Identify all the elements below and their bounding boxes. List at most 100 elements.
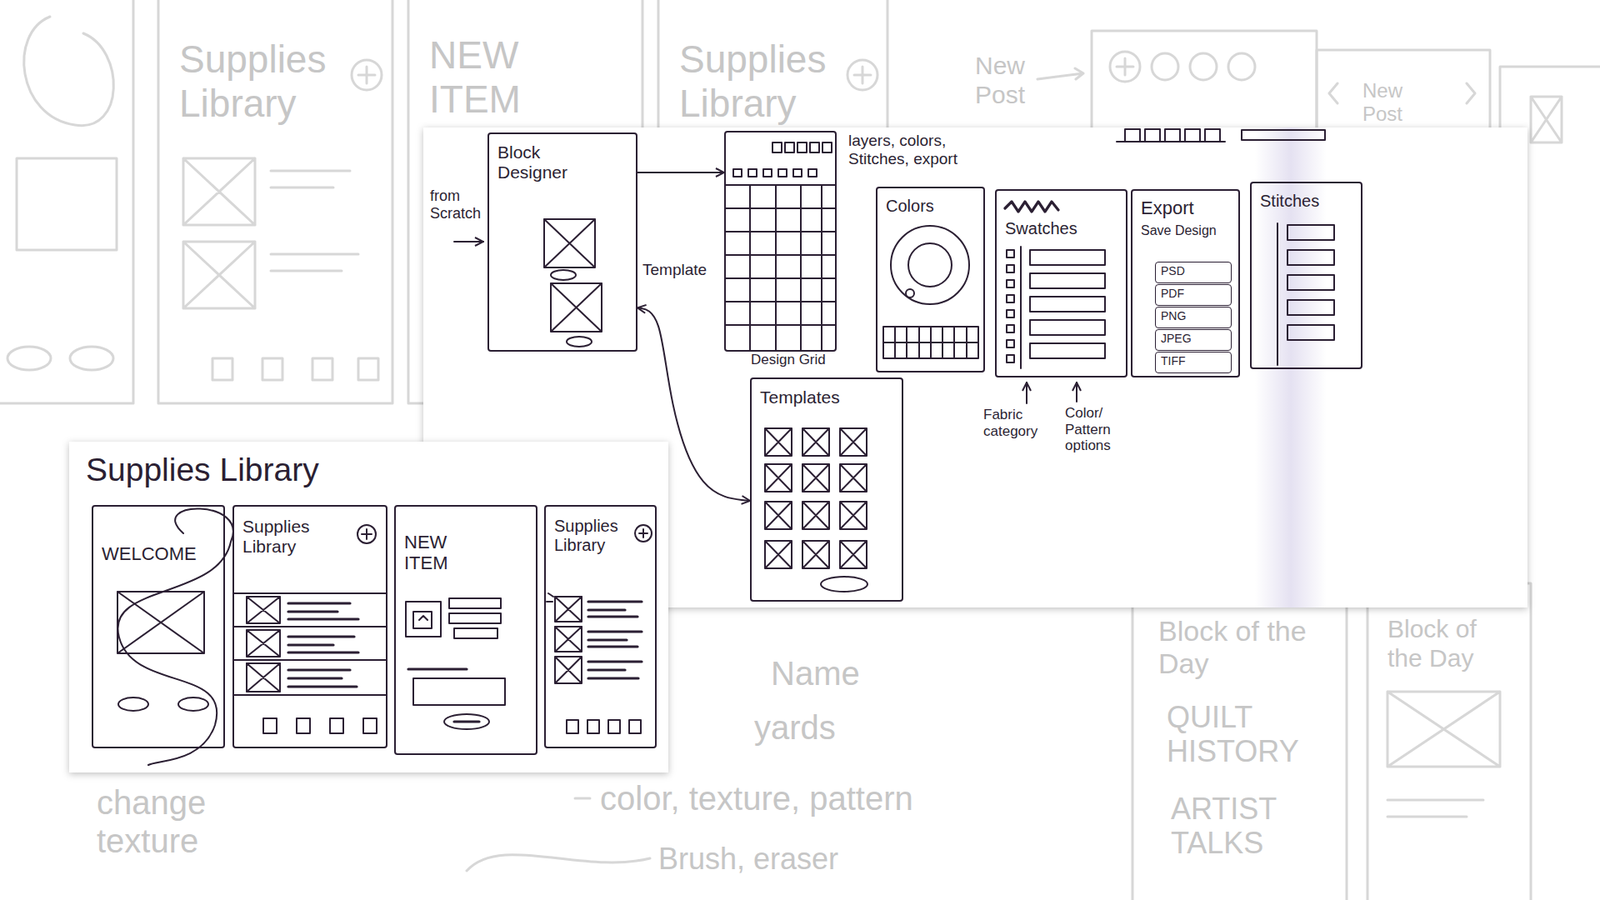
leader-arrow xyxy=(1025,382,1028,404)
faded-scribble xyxy=(24,16,115,126)
faded-screen xyxy=(1367,583,1531,900)
button-oval xyxy=(118,697,149,711)
faded-screen xyxy=(1091,30,1317,128)
cut-off-toolbar xyxy=(1116,129,1325,142)
image-placeholder xyxy=(544,219,602,332)
screen-subheading: Save Design xyxy=(1140,223,1217,239)
faded-picture xyxy=(16,158,117,250)
color-grid xyxy=(883,326,979,359)
screen-frame: Colors xyxy=(875,186,985,373)
faded-note: New Post xyxy=(1362,79,1421,125)
screen-heading: Supplies Library xyxy=(85,451,320,490)
library-list xyxy=(234,593,386,695)
faded-note: NEW ITEM xyxy=(429,33,580,122)
faded-list xyxy=(183,158,359,309)
annotation: Fabric category xyxy=(983,406,1060,440)
screen-frame: Stitches xyxy=(1250,181,1363,370)
screen-heading: TIFF xyxy=(1160,354,1186,368)
sketch-panel: Supplies LibraryWELCOMESupplies LibraryN… xyxy=(69,441,669,773)
nav-bar xyxy=(566,720,641,734)
screen-heading: PDF xyxy=(1160,286,1185,300)
faded-note: Block of the Day xyxy=(1158,615,1334,680)
stitch-list xyxy=(1277,223,1335,365)
faded-arrow xyxy=(1037,58,1134,80)
annotation: Color/ Pattern options xyxy=(1065,405,1132,455)
item-form xyxy=(405,598,505,705)
faded-add-icon xyxy=(358,66,375,84)
screen-heading: Export xyxy=(1140,197,1195,219)
faded-screen xyxy=(0,0,134,404)
leader-arrow xyxy=(1075,382,1078,402)
faded-note: color, texture, pattern xyxy=(600,779,914,818)
faded-icon xyxy=(1151,53,1179,80)
design-grid xyxy=(725,185,835,350)
screen-heading: PNG xyxy=(1160,309,1186,323)
faded-note: Supplies Library xyxy=(679,37,846,126)
screen-frame: Block Designer xyxy=(487,132,638,352)
faded-screen xyxy=(1316,50,1490,128)
text-lines xyxy=(588,601,642,679)
faded-note: QUILT HISTORY xyxy=(1166,700,1334,770)
screen-heading: Block Designer xyxy=(497,142,598,183)
nav-bar xyxy=(263,718,377,734)
format-button: PSD xyxy=(1155,261,1232,284)
add-icon xyxy=(361,529,372,540)
format-button: PDF xyxy=(1155,284,1232,306)
sketch-sheet xyxy=(69,441,669,773)
edge-label: Template xyxy=(640,260,709,280)
screen-heading: Stitches xyxy=(1260,191,1320,211)
screen-heading: WELCOME xyxy=(101,543,197,565)
connector-group xyxy=(637,172,750,501)
flow-arrow xyxy=(637,171,725,174)
screen-heading: Design Grid xyxy=(750,351,826,369)
faded-note: ARTIST TALKS xyxy=(1170,791,1338,861)
from-scratch-arrow xyxy=(454,240,484,243)
annotation: layers, colors, Stitches, export xyxy=(848,131,999,169)
faded-note: New Post xyxy=(975,51,1042,110)
marker-smear xyxy=(1255,127,1327,608)
screen-frame: WELCOME xyxy=(91,505,225,749)
faded-add-icon xyxy=(854,66,871,84)
faded-button xyxy=(70,346,114,370)
screen-frame: Supplies Library xyxy=(232,505,388,749)
faded-icon xyxy=(1228,53,1255,80)
screen-frame: ExportSave DesignPSD PDF PNG JPEG TIFF xyxy=(1130,189,1240,378)
faded-icon xyxy=(1190,53,1217,80)
color-wheel xyxy=(890,225,970,305)
template-thumbnails xyxy=(765,428,867,569)
add-icon xyxy=(357,525,376,544)
format-button: JPEG xyxy=(1155,329,1232,351)
button-oval xyxy=(178,697,209,711)
faded-screen xyxy=(158,0,393,404)
faded-note: Brush, eraser xyxy=(658,841,839,876)
color-picker-dot xyxy=(905,289,915,298)
faded-note: Name xyxy=(770,654,860,693)
add-icon xyxy=(635,525,652,542)
text-lines xyxy=(288,603,359,687)
format-button: PNG xyxy=(1155,306,1232,329)
format-button: TIFF xyxy=(1155,351,1232,374)
flow-arrow xyxy=(637,307,750,501)
screen-heading: Supplies Library xyxy=(554,516,630,555)
add-icon xyxy=(639,529,648,538)
annotation: from Scratch xyxy=(430,187,489,222)
faded-screen xyxy=(1132,583,1347,900)
crossed-out-word xyxy=(1005,201,1059,212)
faded-add-icon xyxy=(351,60,382,90)
library-list xyxy=(546,593,582,684)
faded-note: Supplies Library xyxy=(179,37,346,126)
faded-button xyxy=(7,346,51,370)
screen-heading: NEW ITEM xyxy=(404,531,480,575)
faded-note: change texture xyxy=(96,783,289,860)
screen-heading: Supplies Library xyxy=(242,516,335,557)
screen-frame: Swatches xyxy=(995,189,1128,378)
screen-frame: Templates xyxy=(750,377,904,602)
welcome-image xyxy=(117,591,205,654)
screen-sketches xyxy=(117,129,1335,765)
screen-heading: JPEG xyxy=(1160,331,1192,345)
screen-heading: Templates xyxy=(760,387,840,408)
screen-heading: Colors xyxy=(885,196,935,216)
